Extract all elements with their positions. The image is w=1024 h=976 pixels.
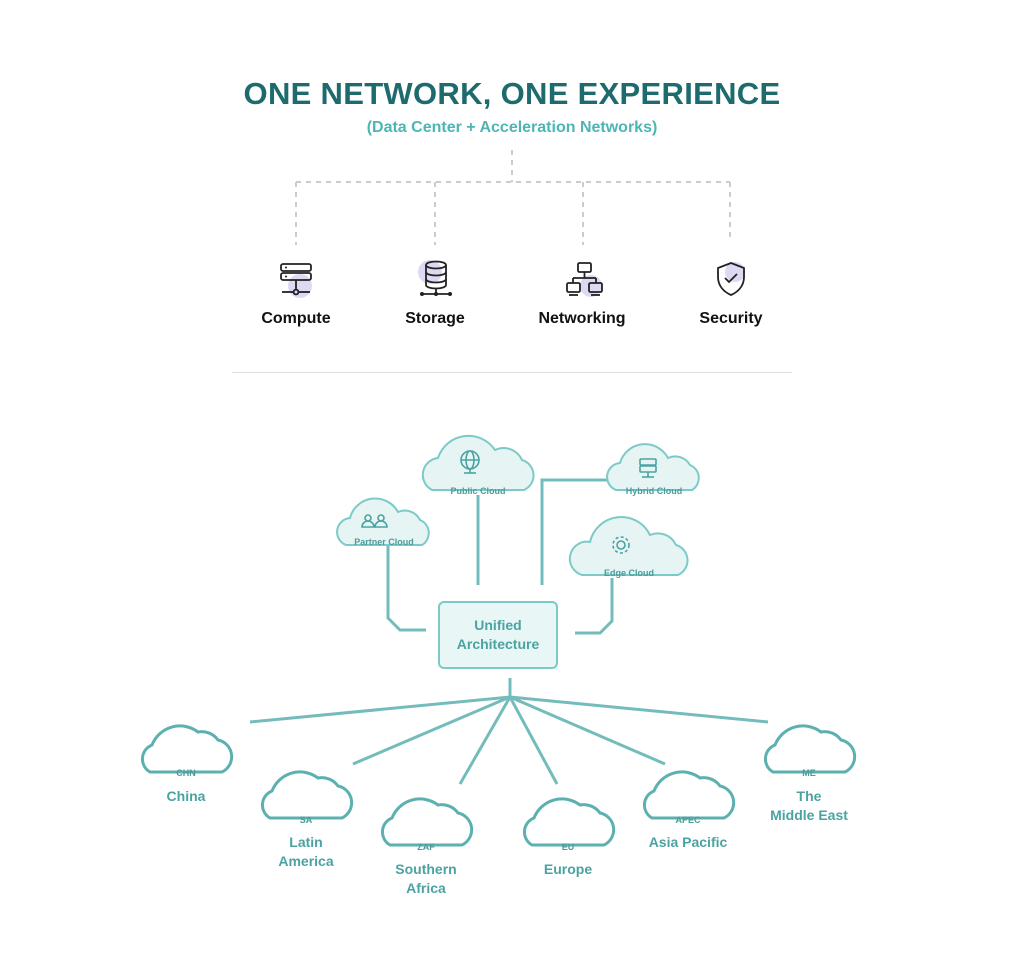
region-china: China	[116, 787, 256, 806]
region-code-apec: APEC	[675, 815, 701, 825]
dashed-tree	[295, 150, 731, 245]
region-asia-pacific: Asia Pacific	[618, 833, 758, 852]
region-europe: Europe	[498, 860, 638, 879]
hybrid-cloud-shape	[606, 443, 700, 491]
users-icon	[361, 514, 388, 528]
region-middle-east-line2: Middle East	[770, 807, 848, 823]
pillar-compute-label: Compute	[261, 310, 331, 327]
region-connectors	[249, 678, 769, 785]
region-southern-africa: Southern Africa	[356, 860, 496, 898]
public-cloud-label: Public Cloud	[450, 486, 506, 496]
server-icon	[639, 458, 657, 478]
hybrid-cloud-label: Hybrid Cloud	[625, 486, 683, 496]
region-latin-america: Latin America	[236, 833, 376, 871]
page-subtitle: (Data Center + Acceleration Networks)	[366, 119, 658, 136]
region-europe-line1: Europe	[543, 861, 593, 877]
region-middle-east: The Middle East	[739, 787, 879, 825]
globe-icon	[460, 450, 480, 474]
region-china-line1: China	[166, 788, 206, 804]
edge-cloud-label: Edge Cloud	[604, 568, 654, 578]
cloud-connectors	[386, 478, 614, 635]
region-code-eu: EU	[561, 842, 575, 852]
region-asia-pacific-line1: Asia Pacific	[648, 834, 728, 850]
region-code-chn: CHN	[176, 768, 196, 778]
partner-cloud-label: Partner Cloud	[354, 537, 414, 547]
pillar-security-label: Security	[699, 310, 763, 327]
gear-icon	[612, 536, 630, 554]
unified-architecture-node: Unified Architecture	[438, 601, 558, 669]
unified-architecture-line1: Unified	[474, 617, 522, 633]
section-divider	[232, 372, 792, 373]
database-icon	[418, 258, 454, 305]
region-latin-america-line1: Latin	[289, 834, 323, 850]
pillar-networking-label: Networking	[538, 310, 626, 327]
region-code-sa: SA	[299, 815, 313, 825]
server-icon	[278, 260, 316, 305]
region-code-zaf: ZAF	[417, 842, 435, 852]
region-southern-africa-line2: Africa	[406, 880, 446, 896]
region-middle-east-line1: The	[796, 788, 822, 804]
unified-architecture-line2: Architecture	[456, 636, 540, 652]
region-southern-africa-line1: Southern	[395, 861, 457, 877]
pillar-storage-label: Storage	[405, 310, 465, 327]
region-cloud-shapes	[140, 724, 857, 847]
page-title: ONE NETWORK, ONE EXPERIENCE	[243, 76, 781, 111]
network-icon	[565, 260, 605, 305]
region-latin-america-line2: America	[278, 853, 334, 869]
shield-check-icon	[713, 260, 749, 303]
region-code-me: ME	[802, 768, 816, 778]
